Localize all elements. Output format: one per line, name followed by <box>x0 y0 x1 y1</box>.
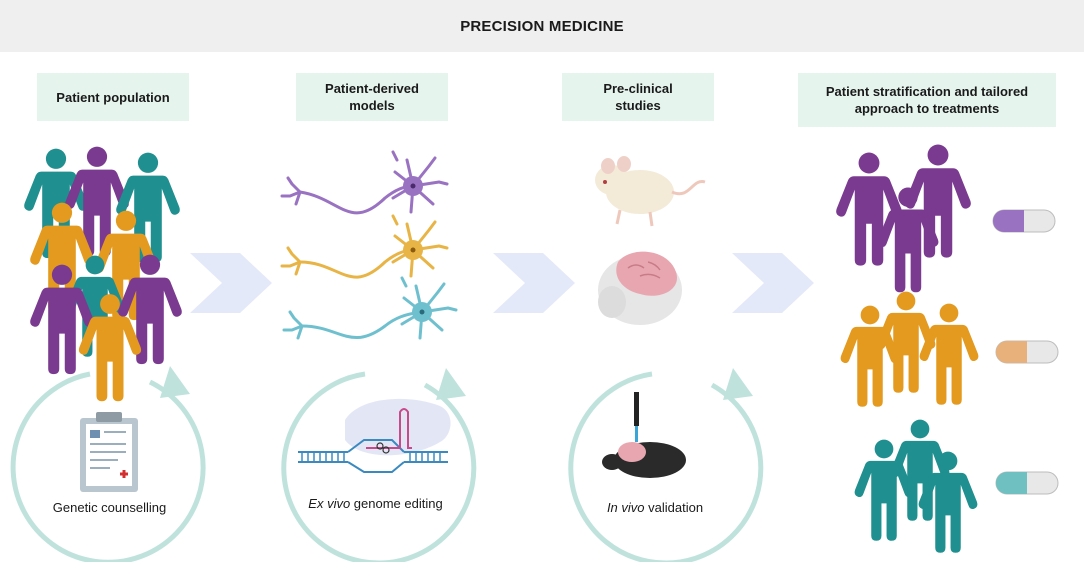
flow-arrow-3 <box>732 253 814 313</box>
primate-brain-icon <box>598 251 682 325</box>
cycle-arrowhead <box>436 368 466 400</box>
neuron-blue-icon <box>282 276 458 340</box>
stage-label-patient-population: Patient population <box>37 73 189 121</box>
capsule-icon <box>992 209 1056 233</box>
stage-label-text: Pre-clinical <box>603 81 673 96</box>
flow-arrow-1 <box>190 253 272 313</box>
cycle-arrow-editing <box>281 371 477 562</box>
stage-label-text: Patient stratification and tailored <box>825 84 1029 99</box>
cycle-arrowhead <box>723 368 753 400</box>
stage-label-patient-stratification: Patient stratification and tailored appr… <box>798 73 1056 127</box>
cycle-arrow-counselling <box>10 371 206 562</box>
capsule-icon <box>995 471 1059 495</box>
patient-group-purple-icon <box>836 144 971 293</box>
dna-editing-icon <box>298 398 451 473</box>
caption-italic: In vivo <box>606 500 645 515</box>
clipboard-icon <box>80 412 138 492</box>
cycle-arrow-validation <box>568 371 764 562</box>
stage-label-pre-clinical-studies: Pre-clinical studies <box>562 73 714 121</box>
stage-label-text: studies <box>615 98 661 113</box>
neuron-orange-icon <box>280 214 449 279</box>
mouse-icon <box>595 156 706 227</box>
caption-text: genome editing <box>350 496 443 511</box>
caption-text: validation <box>644 500 704 515</box>
title-banner: PRECISION MEDICINE <box>0 0 1084 52</box>
caption-text: Genetic counselling <box>52 500 167 515</box>
stage-label-text: approach to treatments <box>854 101 1000 116</box>
stage-label-text: models <box>349 98 395 113</box>
stage-label-text: Patient population <box>56 89 170 105</box>
stage-label-patient-derived-models: Patient-derived models <box>296 73 448 121</box>
patient-crowd-icon <box>24 146 182 402</box>
neuron-purple-icon <box>280 150 449 215</box>
caption-in-vivo-validation: In vivo validation <box>590 500 720 515</box>
capsule-icon <box>995 340 1059 364</box>
mouse-probe-icon <box>602 392 686 478</box>
patient-group-teal-icon <box>854 419 978 553</box>
caption-italic: Ex vivo <box>308 496 351 511</box>
stage-label-text: Patient-derived <box>325 81 419 96</box>
caption-ex-vivo-editing: Ex vivo genome editing <box>298 496 453 511</box>
caption-genetic-counselling: Genetic counselling <box>37 500 182 515</box>
flow-arrow-2 <box>493 253 575 313</box>
cycle-arrowhead <box>160 366 190 398</box>
page-title: PRECISION MEDICINE <box>460 18 624 35</box>
patient-group-orange-icon <box>840 291 979 407</box>
